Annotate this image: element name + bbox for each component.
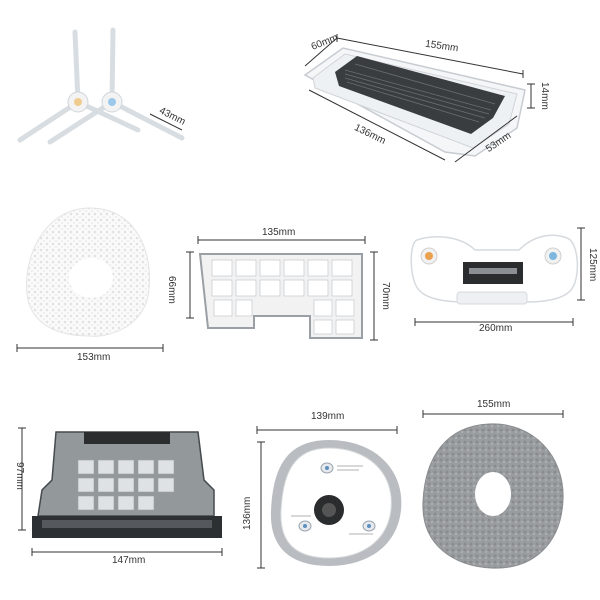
mop-holder-height-label: 136mm xyxy=(242,496,253,530)
hepa-filter-tray: 60mm 155mm 14mm 136mm 53mm xyxy=(295,30,565,165)
mesh-filter-right-height-label: 70mm xyxy=(380,282,391,310)
dust-box-height-label: 97mm xyxy=(14,462,25,490)
tank-cover-height-label: 125mm xyxy=(587,248,598,282)
dust-box: 97mm 147mm xyxy=(8,420,233,570)
mesh-filter-left-height-label: 66mm xyxy=(166,276,177,304)
mesh-filter-image xyxy=(186,236,378,341)
mop-holder-width-label: 139mm xyxy=(311,411,345,422)
gray-mop-pad-image xyxy=(422,410,564,569)
tank-cover-width-label: 260mm xyxy=(479,323,513,334)
dust-box-image xyxy=(18,427,223,556)
side-brushes: 43mm xyxy=(10,20,190,155)
round-mop-width-label: 153mm xyxy=(77,352,111,363)
mop-holder-image xyxy=(256,426,402,569)
water-tank-cover: 260mm 125mm xyxy=(405,220,598,335)
round-mop-pad: 153mm xyxy=(15,200,165,363)
mop-holder: 139mm 136mm xyxy=(242,410,410,575)
hepa-filter-tray-image xyxy=(303,34,535,163)
gray-mop-width-label: 155mm xyxy=(477,399,511,410)
dust-box-width-label: 147mm xyxy=(112,555,146,566)
gray-mop-pad: 155mm xyxy=(415,398,575,576)
round-mop-pad-image xyxy=(16,207,164,352)
water-tank-cover-image xyxy=(410,227,585,326)
mesh-filter-width-label: 135mm xyxy=(262,227,296,238)
tray-height-label: 14mm xyxy=(539,82,550,110)
side-brushes-image xyxy=(17,27,185,145)
mesh-filter: 135mm 66mm 70mm xyxy=(166,227,395,350)
